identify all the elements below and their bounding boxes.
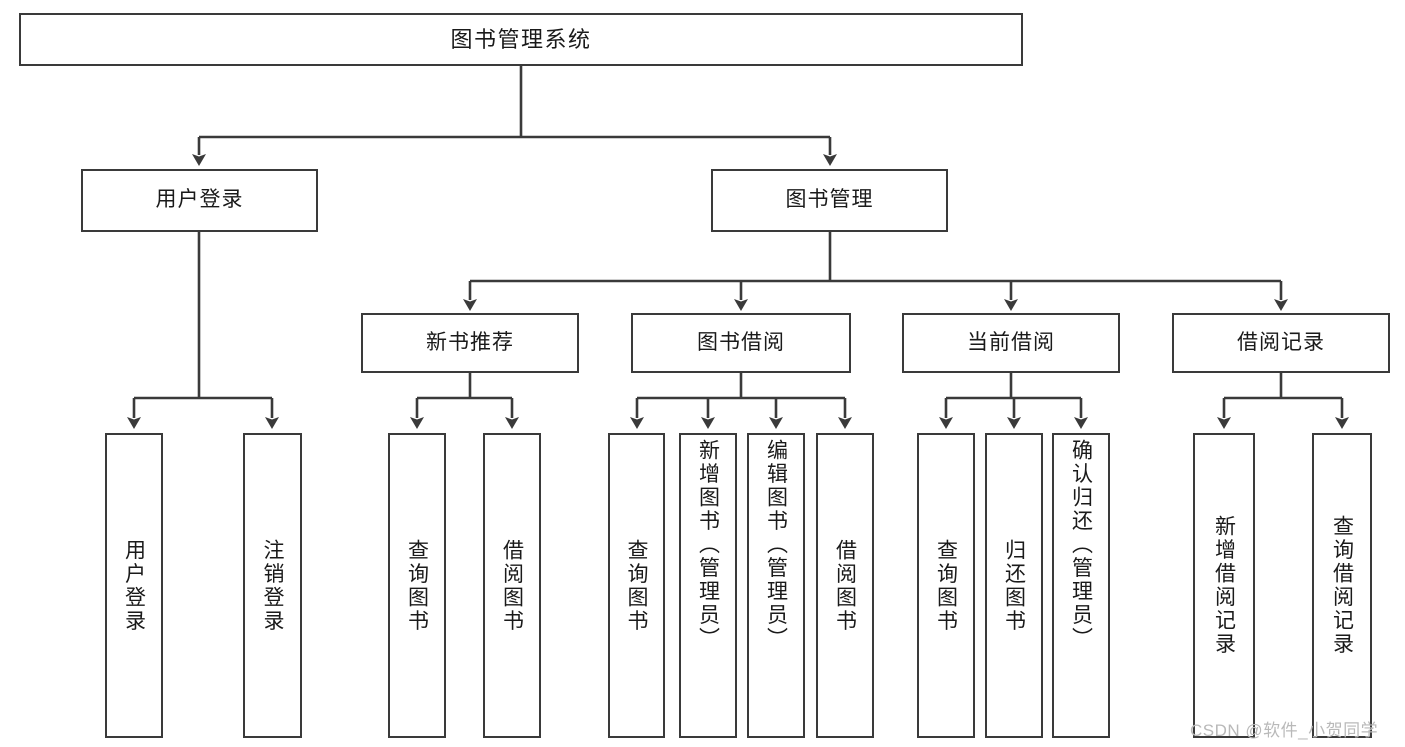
node-label: 查询图书 <box>405 538 429 633</box>
node-label: 图书管理 <box>785 188 874 212</box>
leaf-current-borrow-return-book[interactable]: 归还图书 <box>985 433 1043 738</box>
node-label: 新增图书（管理员） <box>696 439 720 651</box>
node-label: 确认归还（管理员） <box>1069 439 1093 651</box>
node-label: 新增借阅记录 <box>1212 515 1236 656</box>
node-label: 借阅记录 <box>1237 330 1325 354</box>
leaf-new-book-query-book[interactable]: 查询图书 <box>388 433 446 738</box>
leaf-current-borrow-confirm-return-admin[interactable]: 确认归还（管理员） <box>1052 433 1110 738</box>
node-label: 用户登录 <box>155 188 244 212</box>
node-label: 注销登录 <box>261 538 284 633</box>
node-label: 借阅图书 <box>500 538 524 633</box>
leaf-current-borrow-query-book[interactable]: 查询图书 <box>917 433 975 738</box>
leaf-new-book-borrow-book[interactable]: 借阅图书 <box>483 433 541 738</box>
node-user-login[interactable]: 用户登录 <box>81 169 318 232</box>
node-borrow-record[interactable]: 借阅记录 <box>1172 313 1390 373</box>
node-book-borrow[interactable]: 图书借阅 <box>631 313 851 373</box>
node-label: 查询图书 <box>625 538 648 633</box>
leaf-book-borrow-edit-book-admin[interactable]: 编辑图书（管理员） <box>747 433 805 738</box>
leaf-book-borrow-add-book-admin[interactable]: 新增图书（管理员） <box>679 433 737 738</box>
node-root-book-management-system[interactable]: 图书管理系统 <box>19 13 1023 66</box>
node-label: 编辑图书（管理员） <box>764 439 788 651</box>
node-book-management[interactable]: 图书管理 <box>711 169 948 232</box>
node-label: 图书管理系统 <box>450 26 592 52</box>
leaf-borrow-record-add-record[interactable]: 新增借阅记录 <box>1193 433 1255 738</box>
node-new-book-recommend[interactable]: 新书推荐 <box>361 313 579 373</box>
node-label: 用户登录 <box>122 538 146 633</box>
leaf-user-login-logout[interactable]: 注销登录 <box>243 433 302 738</box>
node-label: 归还图书 <box>1002 538 1026 633</box>
node-label: 查询图书 <box>934 538 958 633</box>
leaf-book-borrow-borrow-book[interactable]: 借阅图书 <box>816 433 874 738</box>
leaf-borrow-record-query-record[interactable]: 查询借阅记录 <box>1312 433 1372 738</box>
node-label: 图书借阅 <box>697 330 785 354</box>
node-label: 查询借阅记录 <box>1330 515 1354 656</box>
node-label: 借阅图书 <box>833 538 857 633</box>
leaf-book-borrow-query-book[interactable]: 查询图书 <box>608 433 665 738</box>
node-current-borrow[interactable]: 当前借阅 <box>902 313 1120 373</box>
node-label: 新书推荐 <box>426 330 514 354</box>
node-label: 当前借阅 <box>967 330 1055 354</box>
leaf-user-login-login[interactable]: 用户登录 <box>105 433 163 738</box>
